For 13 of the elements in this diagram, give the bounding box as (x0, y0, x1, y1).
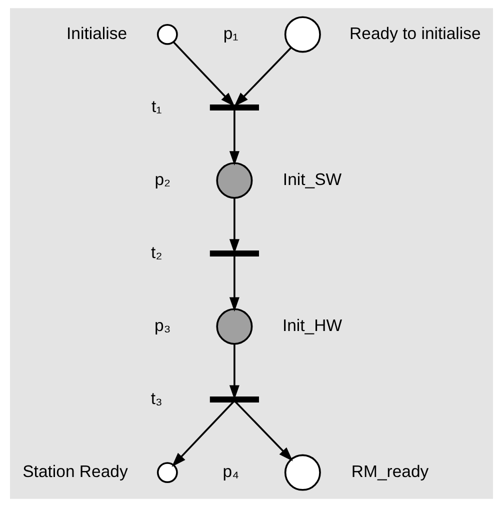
node-label: p₄ (222, 462, 238, 481)
node-label: Ready to initialise (349, 24, 480, 43)
node-label: Init_SW (282, 170, 342, 189)
node-label: t₂ (150, 242, 162, 262)
node-label: Initialise (66, 24, 127, 43)
node-label: p₂ (154, 170, 170, 189)
node-label: p₁ (222, 24, 238, 43)
node-label: t₁ (150, 96, 162, 116)
node-label: t₃ (150, 388, 162, 408)
node-label: Init_HW (282, 316, 342, 335)
node-label: p₃ (154, 316, 170, 335)
node-label: Station Ready (22, 462, 128, 481)
node-label: RM_ready (350, 462, 428, 481)
